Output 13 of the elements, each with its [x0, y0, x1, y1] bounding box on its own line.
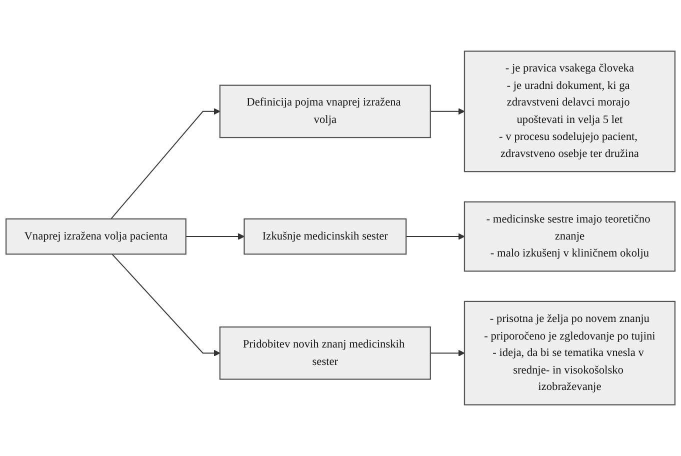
arrow [430, 108, 465, 115]
arrow [110, 108, 220, 220]
node-box: Definicija pojma vnaprej izražena volja [219, 84, 431, 138]
arrow [112, 254, 220, 356]
arrow [185, 233, 245, 240]
arrow [430, 350, 465, 356]
node-box: - medicinske sestre imajo teoretično znanje - malo izkušenj v kliničnem okolju [464, 201, 676, 272]
node-box: - je pravica vsakega človeka - je uradni dokument, ki ga zdravstveni delavci morajo upoštevati in velja 5 let - v procesu sodelujejo pacient, zdravstveno osebje ter družina [464, 50, 676, 172]
node-box: - prisotna je želja po novem znanju - priporočeno je zgledovanje po tujini - ideja, da bi se tematika vnesla v srednje- in visokošolsko izobraževanje [464, 300, 676, 406]
node-box: Vnaprej izražena volja pacienta [5, 218, 186, 255]
node-box: Izkušnje medicinskih sester [244, 218, 407, 255]
arrow [406, 233, 465, 240]
node-box: Pridobitev novih znanj medicinskih sester [219, 326, 431, 380]
